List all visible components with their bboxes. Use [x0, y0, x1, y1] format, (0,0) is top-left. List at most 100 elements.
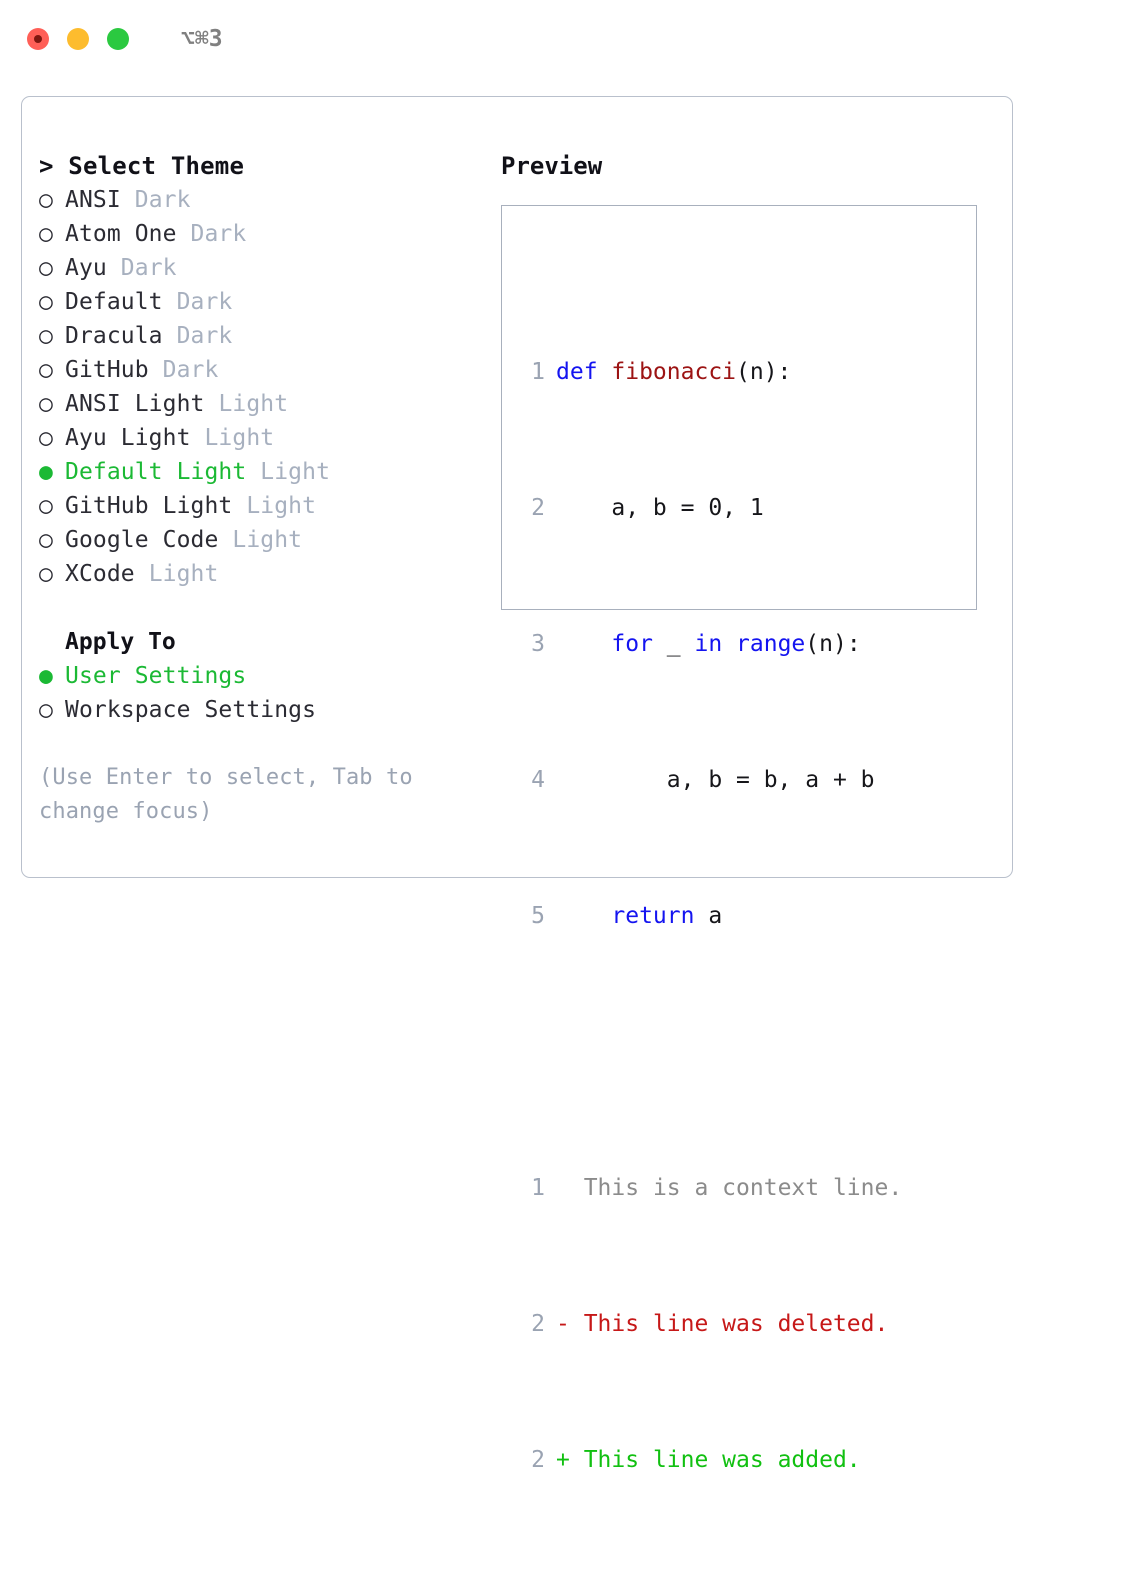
theme-category: Dark — [176, 323, 233, 349]
zoom-button-icon[interactable] — [107, 28, 129, 50]
diff-line-deleted: 2- This line was deleted. — [517, 1307, 902, 1341]
line-number: 5 — [531, 903, 545, 929]
line-number: 2 — [531, 495, 545, 521]
theme-list-item-ansi[interactable]: ○ANSI Dark — [39, 183, 479, 217]
code-token — [556, 631, 611, 657]
theme-list-item-xcode[interactable]: ○ XCode Light — [39, 557, 479, 591]
theme-picker-column: > Select Theme ○ANSI Dark ○Atom One Dark… — [39, 149, 479, 829]
theme-name: ANSI — [65, 187, 121, 213]
theme-list-item-github[interactable]: ○ GitHub Dark — [39, 353, 479, 387]
code-token — [556, 903, 611, 929]
theme-list-item-ayu[interactable]: ○Ayu Dark — [39, 251, 479, 285]
preview-title: Preview — [501, 152, 603, 180]
theme-category: Dark — [120, 255, 177, 281]
code-token: in — [694, 631, 723, 657]
code-token: (n): — [736, 359, 792, 385]
code-line: 1 def fibonacci(n): — [517, 355, 902, 389]
diff-line-context: 1 This is a context line. — [517, 1171, 902, 1205]
code-token: fibonacci — [611, 359, 737, 385]
radio-icon-selected: ● — [39, 663, 53, 689]
theme-list-item-google-code[interactable]: ○Google Code Light — [39, 523, 479, 557]
theme-name: GitHub Light — [65, 493, 233, 519]
code-line: 2 a, b = 0, 1 — [517, 491, 902, 525]
apply-to-header: Apply To — [65, 629, 176, 655]
theme-list-item-default[interactable]: ○Default Dark — [39, 285, 479, 319]
theme-name: Google Code — [65, 527, 219, 553]
radio-icon: ○ — [39, 357, 53, 383]
code-token: for — [611, 631, 653, 657]
theme-list-item-atom-one[interactable]: ○ Atom One Dark — [39, 217, 479, 251]
diff-prefix: + — [556, 1447, 584, 1473]
code-token: def — [556, 359, 612, 385]
code-token: _ — [652, 631, 695, 657]
code-token: a, b = b, a + b — [556, 767, 875, 793]
theme-list-item-github-light[interactable]: ○ GitHub Light Light — [39, 489, 479, 523]
code-token: a — [694, 903, 723, 929]
panel-columns: > Select Theme ○ANSI Dark ○Atom One Dark… — [22, 97, 1012, 1473]
line-number: 1 — [531, 359, 545, 385]
theme-category: Dark — [190, 221, 247, 247]
apply-to-name: Workspace Settings — [65, 697, 317, 723]
theme-category: Dark — [134, 187, 191, 213]
theme-name: ANSI Light — [65, 391, 205, 417]
radio-icon: ○ — [39, 561, 53, 587]
select-theme-header: > Select Theme — [39, 152, 245, 180]
code-token: (n): — [805, 631, 861, 657]
diff-text: This line was added. — [583, 1447, 861, 1473]
close-button-icon[interactable] — [27, 28, 49, 50]
code-blank-line — [517, 1035, 902, 1069]
code-token: a, b = 0, 1 — [556, 495, 764, 521]
list-spacer — [39, 591, 479, 625]
theme-category: Light — [204, 425, 275, 451]
code-line: 4 a, b = b, a + b — [517, 763, 902, 797]
theme-list-item-dracula[interactable]: ○Dracula Dark — [39, 319, 479, 353]
apply-to-item-user-settings[interactable]: ● User Settings — [39, 659, 479, 693]
radio-icon: ○ — [39, 493, 53, 519]
radio-icon: ○ — [39, 221, 53, 247]
diff-prefix — [556, 1175, 584, 1201]
code-token — [722, 631, 736, 657]
code-token: range — [736, 631, 806, 657]
radio-icon: ○ — [39, 697, 53, 723]
minimize-button-icon[interactable] — [67, 28, 89, 50]
theme-category: Light — [218, 391, 289, 417]
line-number: 2 — [531, 1311, 545, 1337]
keyboard-hint-text: (Use Enter to select, Tab to change focu… — [39, 765, 427, 824]
diff-prefix: - — [556, 1311, 584, 1337]
theme-name: Ayu Light — [65, 425, 191, 451]
theme-category: Light — [246, 493, 317, 519]
theme-name: Atom One — [65, 221, 177, 247]
diff-text: This is a context line. — [583, 1175, 903, 1201]
theme-name: GitHub — [65, 357, 149, 383]
apply-to-name: User Settings — [65, 663, 247, 689]
theme-list-item-ayu-light[interactable]: ○ Ayu Light Light — [39, 421, 479, 455]
theme-name: XCode — [65, 561, 135, 587]
radio-icon: ○ — [39, 289, 53, 315]
theme-name: Ayu — [65, 255, 107, 281]
theme-category: Dark — [162, 357, 219, 383]
radio-icon: ○ — [39, 391, 53, 417]
radio-icon: ○ — [39, 527, 53, 553]
keyboard-shortcut-label: ⌥⌘3 — [181, 26, 223, 52]
line-number: 4 — [531, 767, 545, 793]
title-bar: ⌥⌘3 — [0, 0, 1140, 78]
line-number: 1 — [531, 1175, 545, 1201]
apply-to-item-workspace-settings[interactable]: ○ Workspace Settings — [39, 693, 479, 727]
theme-name: Default Light — [65, 459, 247, 485]
radio-icon: ○ — [39, 425, 53, 451]
theme-list-item-ansi-light[interactable]: ○ ANSI Light Light — [39, 387, 479, 421]
theme-name: Dracula — [65, 323, 163, 349]
theme-category: Light — [260, 459, 331, 485]
window-controls — [27, 28, 129, 50]
code-line: 5 return a — [517, 899, 902, 933]
diff-text: This line was deleted. — [583, 1311, 889, 1337]
theme-list-item-default-light[interactable]: ● Default Light Light — [39, 455, 479, 489]
radio-icon-selected: ● — [39, 459, 53, 485]
diff-line-added: 2 + This line was added. — [517, 1443, 902, 1477]
line-number: 2 — [531, 1447, 545, 1473]
code-token: return — [611, 903, 695, 929]
theme-category: Light — [148, 561, 219, 587]
